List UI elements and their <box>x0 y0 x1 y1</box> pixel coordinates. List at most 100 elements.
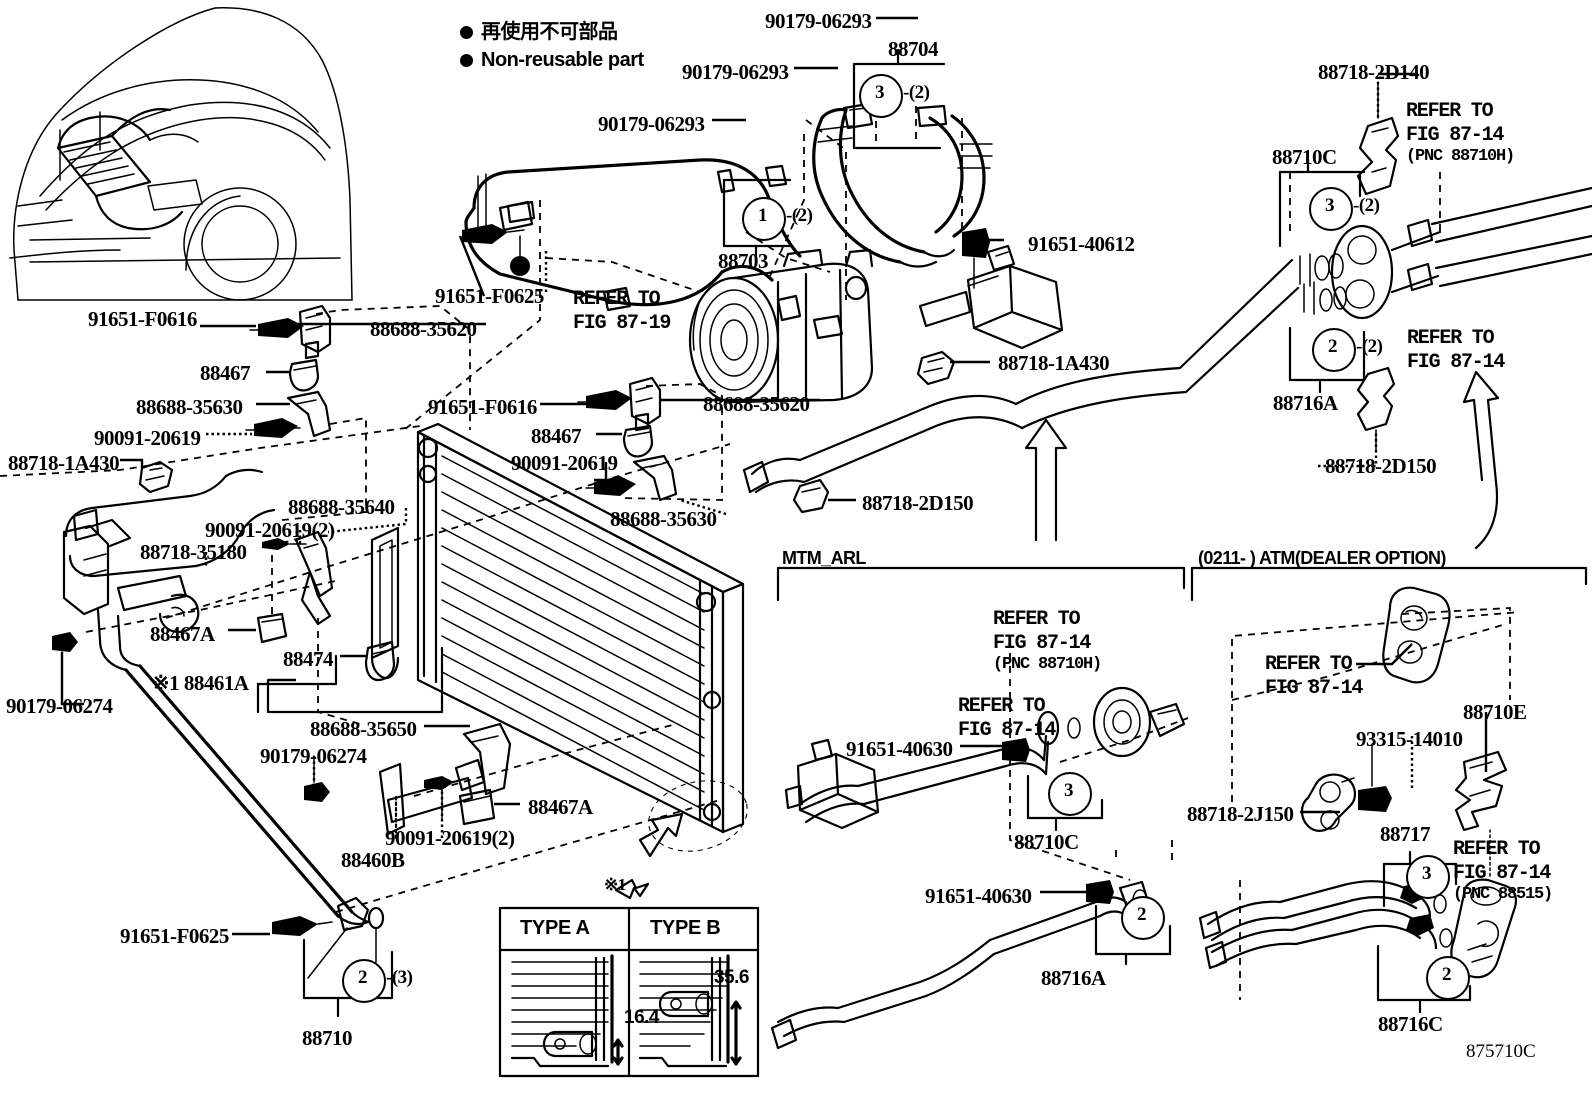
tubes-88716A-right <box>742 81 1592 550</box>
part-number-88716C[interactable]: 88716C <box>1378 1012 1443 1036</box>
refer-line2: FIG 87-14 <box>1265 676 1363 700</box>
liquid-tube-88710 <box>52 200 534 979</box>
type-table-dim-b: 35.6 <box>714 967 749 988</box>
refer-line2: FIG 87-14 <box>993 631 1091 655</box>
part-number-188461A[interactable]: ※1 88461A <box>152 671 249 695</box>
refer-line1: REFER TO <box>993 608 1081 631</box>
qty-number-q-88704: 3 <box>875 82 885 103</box>
part-number-91651-F0616[interactable]: 91651-F0616 <box>88 307 197 331</box>
type-table-marker: ※1 <box>604 875 626 894</box>
part-number-88704[interactable]: 88704 <box>888 37 939 61</box>
part-number-90091-206192[interactable]: 90091-20619(2) <box>205 518 335 542</box>
part-number-90091-20619[interactable]: 90091-20619 <box>511 451 618 475</box>
assembly-guide-lines <box>0 106 1521 1000</box>
qty-number-q-88703: 1 <box>758 205 768 226</box>
type-table-header-b: TYPE B <box>650 917 721 939</box>
part-number-91651-F0625[interactable]: 91651-F0625 <box>120 924 229 948</box>
refer-note-87-14-88515: REFER TO FIG 87-14 (PNC 88515) <box>1453 838 1553 905</box>
part-number-91651-40630[interactable]: 91651-40630 <box>846 737 953 761</box>
legend-en-text: Non-reusable part <box>481 49 644 71</box>
qty-number-q-88716A-right: 2 <box>1328 336 1338 357</box>
part-number-88717[interactable]: 88717 <box>1380 822 1431 846</box>
part-number-88688-35650[interactable]: 88688-35650 <box>310 717 417 741</box>
legend-en: Non-reusable part <box>460 50 644 71</box>
vehicle-illustration <box>9 7 353 301</box>
part-number-88688-35630[interactable]: 88688-35630 <box>136 395 243 419</box>
part-number-88703[interactable]: 88703 <box>718 249 769 273</box>
refer-line1: REFER TO <box>1406 100 1494 123</box>
part-number-88718-2D150[interactable]: 88718-2D150 <box>862 491 974 515</box>
part-number-88474[interactable]: 88474 <box>283 647 334 671</box>
refer-note-87-14-right: REFER TO FIG 87-14 <box>1407 327 1505 374</box>
part-number-88718-1A430[interactable]: 88718-1A430 <box>998 351 1110 375</box>
part-number-88718-1A430[interactable]: 88718-1A430 <box>8 451 120 475</box>
legend-jp-text: 再使用不可部品 <box>481 21 618 43</box>
figure-code: 875710C <box>1466 1041 1536 1062</box>
refer-line1: REFER TO <box>958 695 1046 718</box>
part-number-90091-206192[interactable]: 90091-20619(2) <box>385 826 515 850</box>
part-number-91651-F0625[interactable]: 91651-F0625 <box>435 284 544 308</box>
refer-line1: REFER TO <box>1265 653 1353 676</box>
part-number-88716A[interactable]: 88716A <box>1273 391 1338 415</box>
refer-line2: FIG 87-14 <box>1406 123 1504 147</box>
part-number-88710E[interactable]: 88710E <box>1463 700 1527 724</box>
part-number-88710C[interactable]: 88710C <box>1272 145 1337 169</box>
atm-dealer-option-subdiagram <box>1198 586 1517 979</box>
part-number-88718-2D150[interactable]: 88718-2D150 <box>1325 454 1437 478</box>
refer-note-87-14-atm: REFER TO FIG 87-14 <box>1265 653 1363 700</box>
mtm-arl-subdiagram <box>770 686 1186 1050</box>
compressor <box>688 248 874 404</box>
refer-line2: FIG 87-14 <box>958 718 1056 742</box>
part-number-90179-06274[interactable]: 90179-06274 <box>260 744 367 768</box>
qty-suffix-q-88703: -(2) <box>786 205 813 226</box>
part-number-88718-35180[interactable]: 88718-35180 <box>140 540 247 564</box>
refer-line1: REFER TO <box>1453 838 1541 861</box>
refer-line2: FIG 87-14 <box>1407 350 1505 374</box>
part-number-88688-35620[interactable]: 88688-35620 <box>370 317 477 341</box>
part-number-88467A[interactable]: 88467A <box>150 622 215 646</box>
refer-note-87-14-88710h-mtm: REFER TO FIG 87-14 (PNC 88710H) <box>993 608 1102 675</box>
refer-line1: REFER TO <box>573 288 661 311</box>
leader-lines <box>60 16 1488 936</box>
part-number-88710[interactable]: 88710 <box>302 1026 353 1050</box>
part-number-90091-20619[interactable]: 90091-20619 <box>94 426 201 450</box>
qty-circles <box>342 74 1470 1003</box>
part-number-90179-06293[interactable]: 90179-06293 <box>765 9 872 33</box>
part-number-88688-35630[interactable]: 88688-35630 <box>610 507 717 531</box>
part-number-88467[interactable]: 88467 <box>200 361 251 385</box>
section-label-mtm-arl: MTM_ARL <box>782 548 866 568</box>
part-number-90179-06293[interactable]: 90179-06293 <box>682 60 789 84</box>
part-number-90179-06274[interactable]: 90179-06274 <box>6 694 113 718</box>
type-comparison-table <box>498 878 760 1078</box>
qty-suffix-q-88704: -(2) <box>903 82 930 103</box>
part-number-91651-40630[interactable]: 91651-40630 <box>925 884 1032 908</box>
part-number-88467[interactable]: 88467 <box>531 424 582 448</box>
qty-number-q-88710C-top: 3 <box>1325 195 1335 216</box>
refer-note-87-14-88710h-top: REFER TO FIG 87-14 (PNC 88710H) <box>1406 100 1515 167</box>
part-number-88710C[interactable]: 88710C <box>1014 830 1079 854</box>
qty-number-q-88716A-mtm: 2 <box>1137 904 1147 925</box>
condenser-88460 <box>364 422 748 858</box>
qty-number-q-88716C-atm: 2 <box>1442 964 1452 985</box>
section-label-atm-dealer-option: (0211- ) ATM(DEALER OPTION) <box>1198 548 1446 568</box>
part-number-88718-2D140[interactable]: 88718-2D140 <box>1318 60 1430 84</box>
part-number-90179-06293[interactable]: 90179-06293 <box>598 112 705 136</box>
legend-jp: 再使用不可部品 <box>460 22 618 43</box>
part-number-93315-14010[interactable]: 93315-14010 <box>1356 727 1463 751</box>
refer-line2: FIG 87-19 <box>573 311 671 335</box>
part-number-88460B[interactable]: 88460B <box>341 848 405 872</box>
refer-line1: REFER TO <box>1407 327 1495 350</box>
filled-circle-icon <box>460 54 473 67</box>
part-number-88688-35620[interactable]: 88688-35620 <box>703 392 810 416</box>
part-number-88716A[interactable]: 88716A <box>1041 966 1106 990</box>
part-number-91651-F0616[interactable]: 91651-F0616 <box>428 395 537 419</box>
part-number-88688-35640[interactable]: 88688-35640 <box>288 495 395 519</box>
part-number-88467A[interactable]: 88467A <box>528 795 593 819</box>
qty-suffix-q-88716A-right: -(2) <box>1356 336 1383 357</box>
callout-brackets <box>256 48 1472 1018</box>
type-table-header-a: TYPE A <box>520 917 590 939</box>
qty-number-q-88710-bottom: 2 <box>358 967 368 988</box>
part-number-88718-2J150[interactable]: 88718-2J150 <box>1187 802 1294 826</box>
part-number-91651-40612[interactable]: 91651-40612 <box>1028 232 1135 256</box>
section-frames <box>776 566 1588 602</box>
